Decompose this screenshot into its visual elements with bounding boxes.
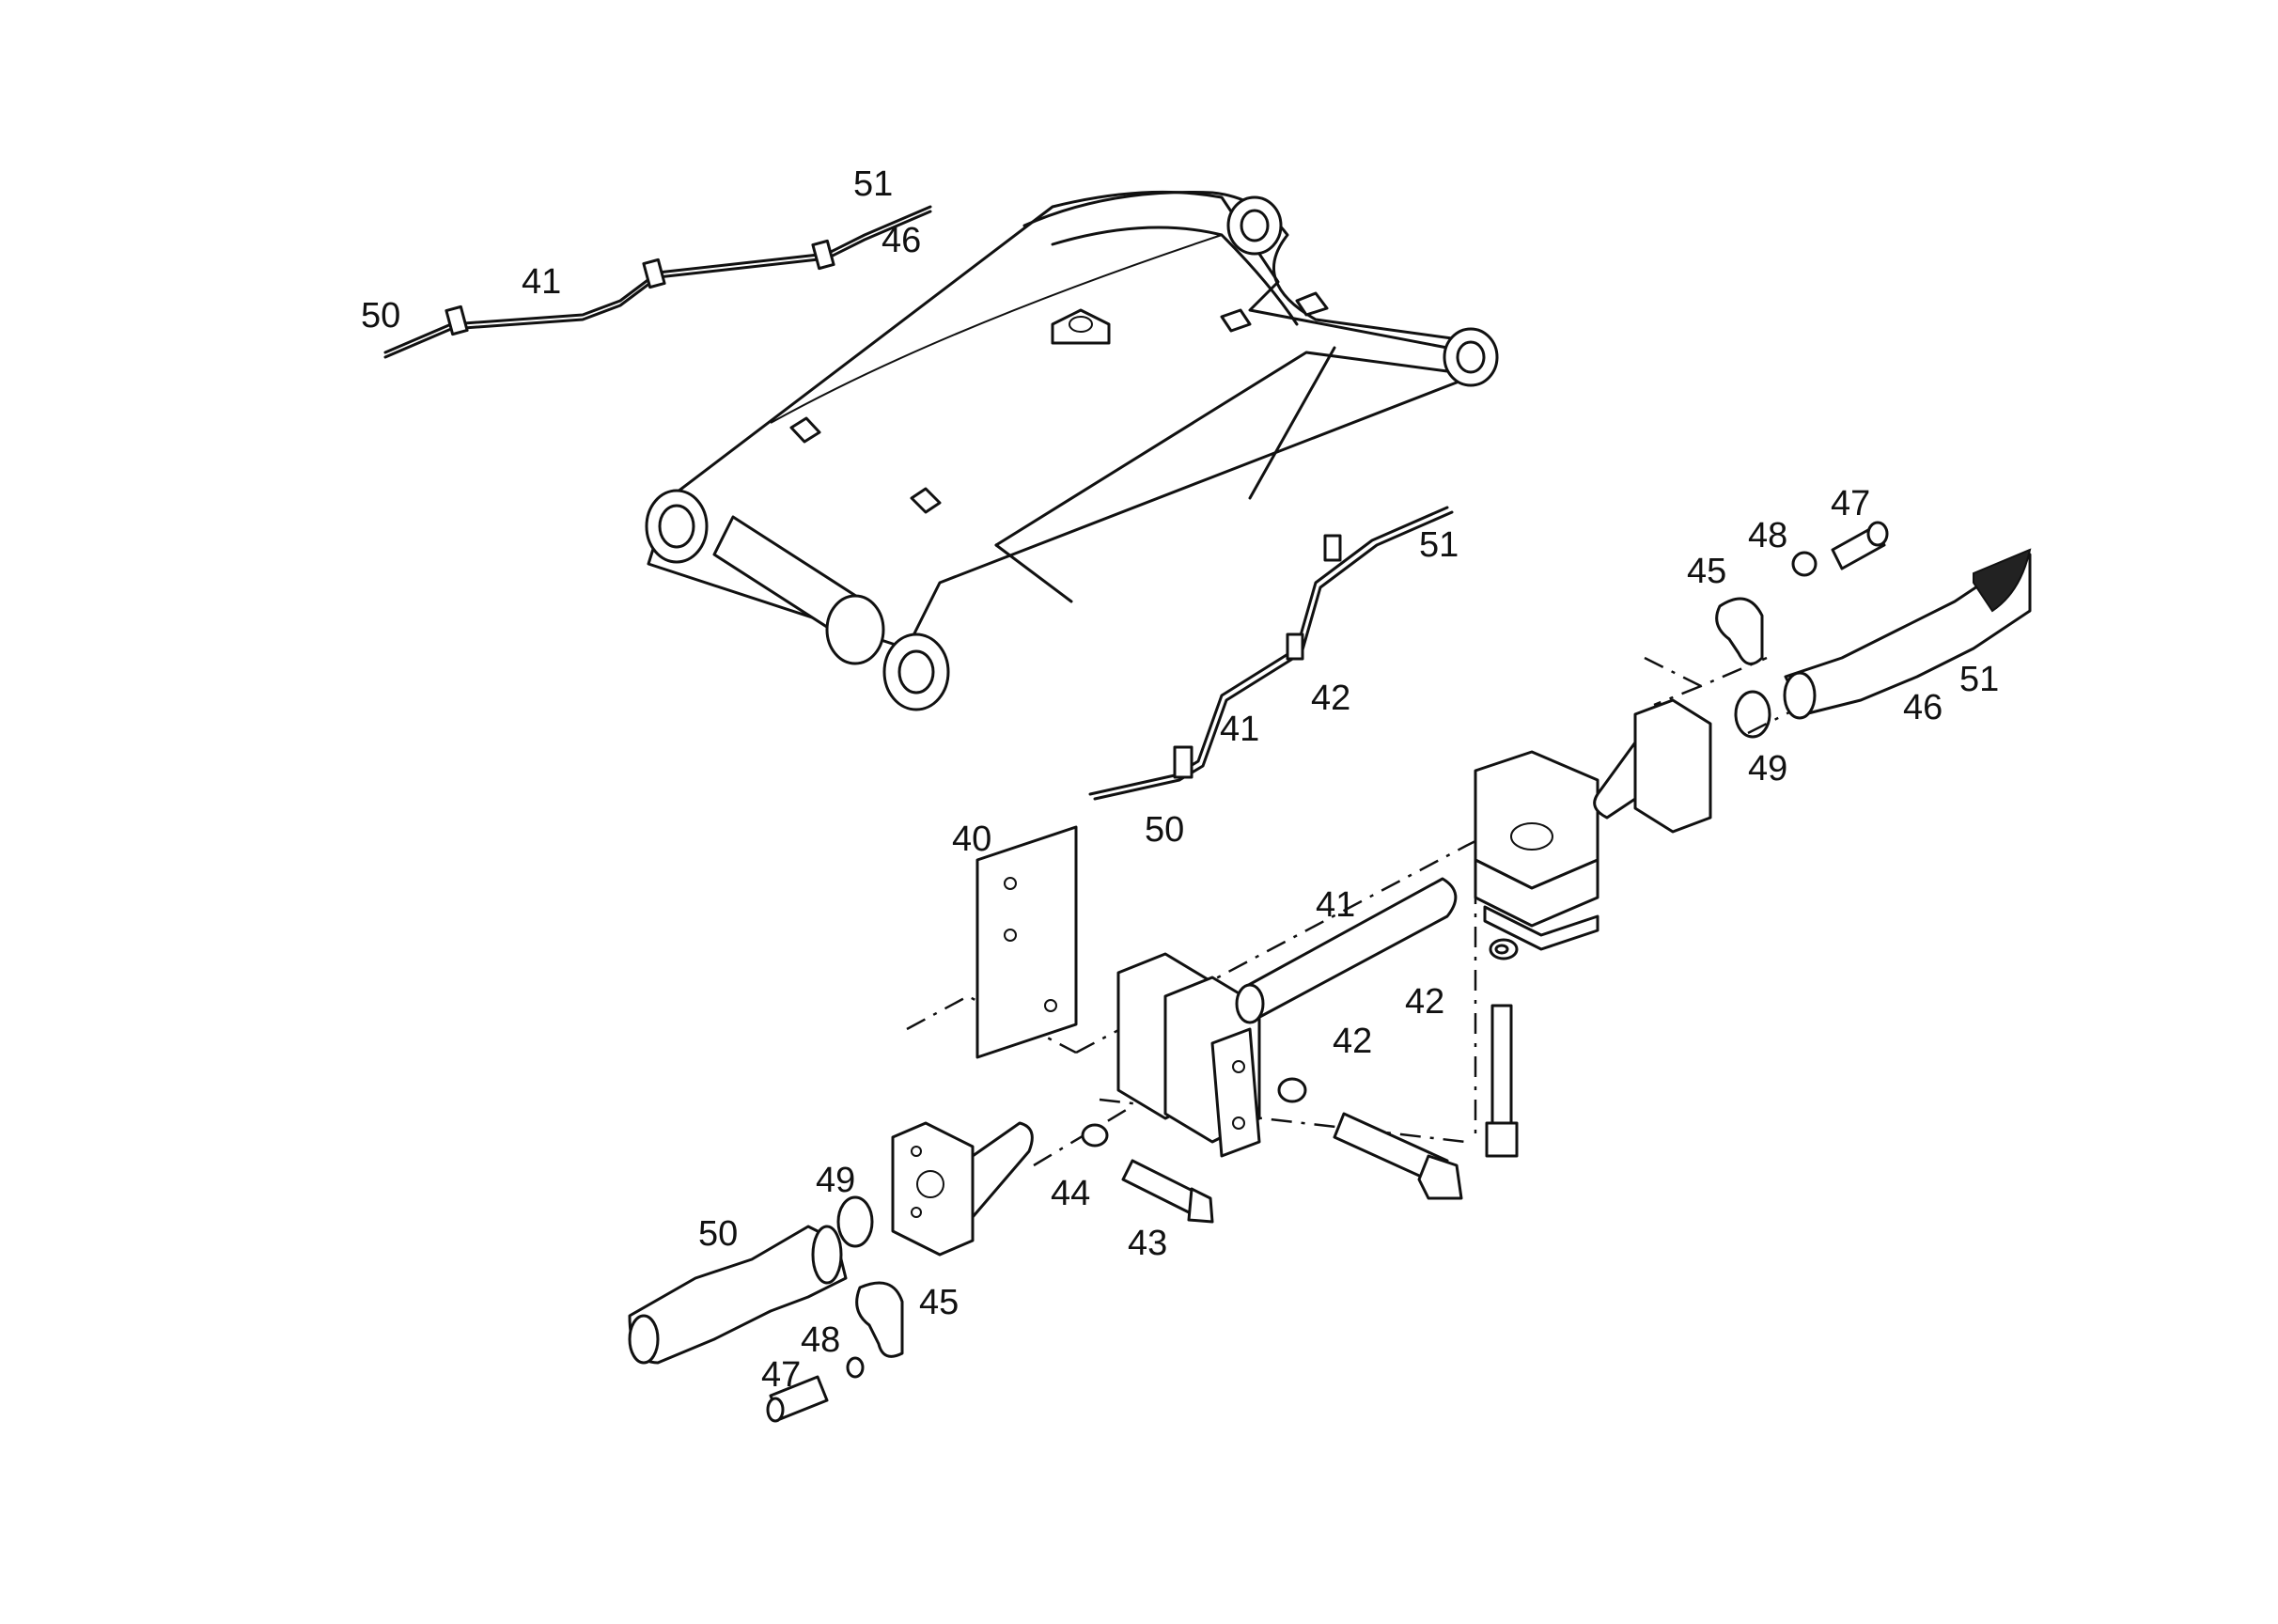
callout-51-top: 51 — [853, 164, 893, 204]
callout-46-right: 46 — [1903, 688, 1943, 727]
callout-49-right: 49 — [1748, 749, 1787, 789]
callout-45-left: 45 — [919, 1283, 959, 1322]
callout-50-mid: 50 — [1145, 810, 1184, 850]
callout-45-right: 45 — [1687, 552, 1726, 591]
callout-48-right: 48 — [1748, 516, 1787, 555]
callout-50-top: 50 — [361, 296, 400, 336]
callout-42-a: 42 — [1405, 982, 1444, 1022]
callout-42-mid: 42 — [1311, 679, 1350, 718]
middle-hydraulic-line — [1088, 506, 1454, 801]
callout-49-left: 49 — [816, 1161, 855, 1200]
callout-51-right: 51 — [1959, 660, 1999, 699]
callout-46-top: 46 — [882, 221, 921, 260]
callout-48-left: 48 — [801, 1320, 840, 1360]
callout-43: 43 — [1128, 1224, 1167, 1263]
callout-50-left: 50 — [698, 1214, 738, 1254]
callout-labels: 51 46 41 50 51 42 41 50 47 48 45 51 46 4… — [361, 164, 1999, 1395]
exploded-parts — [628, 521, 2032, 1423]
callout-40: 40 — [952, 820, 991, 859]
callout-42-b: 42 — [1333, 1022, 1372, 1061]
boom-assembly — [645, 190, 1499, 711]
callout-47-left: 47 — [761, 1355, 801, 1395]
callout-51-mid: 51 — [1419, 525, 1459, 565]
callout-41-mid: 41 — [1220, 710, 1259, 749]
callout-41-top: 41 — [522, 262, 561, 302]
callout-44: 44 — [1051, 1174, 1090, 1213]
callout-41: 41 — [1316, 885, 1355, 925]
callout-47-right: 47 — [1831, 484, 1870, 523]
top-hydraulic-line — [383, 205, 932, 359]
